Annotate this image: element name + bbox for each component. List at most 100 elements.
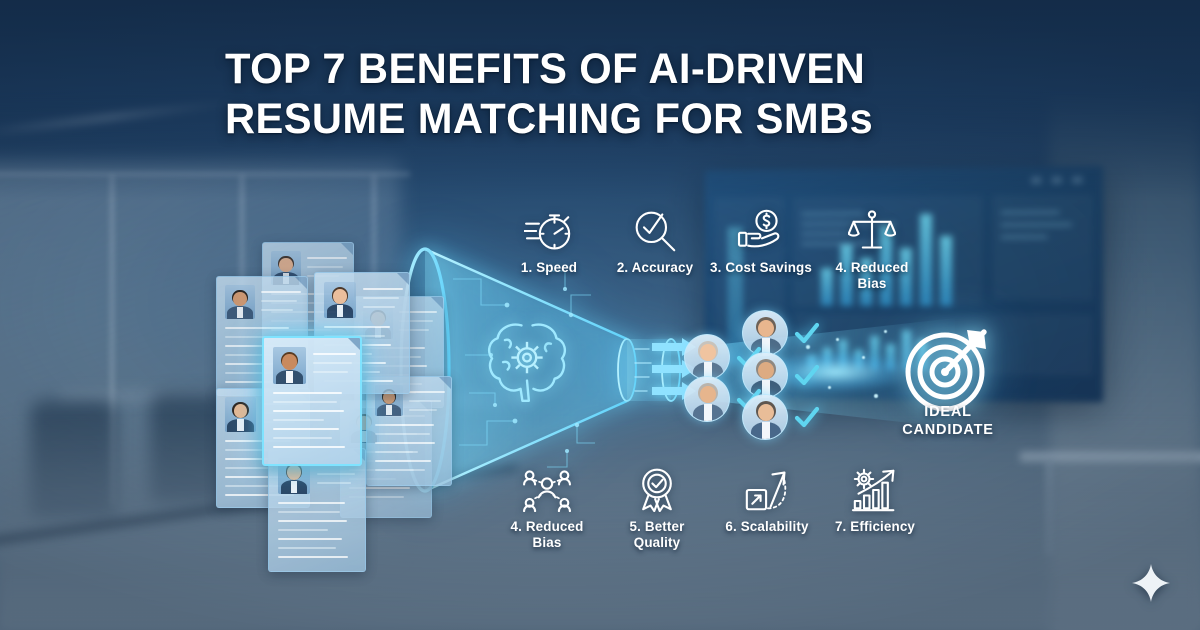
resume-photo-shirt — [336, 305, 344, 318]
benefit-top-label: 1. Speed — [520, 260, 578, 275]
resume-text-line — [409, 400, 441, 402]
resume-text-line — [399, 311, 437, 313]
resume-text-line — [375, 442, 435, 444]
benefit-top-item-1[interactable]: 1. Speed — [494, 205, 604, 276]
resume-text-line — [273, 401, 337, 403]
wall-mullion — [110, 175, 114, 505]
resume-photo-face — [286, 465, 302, 480]
resume-text-line — [225, 327, 289, 329]
benefit-top-item-2[interactable]: 2. Accuracy — [600, 205, 710, 276]
page-title: TOP 7 BENEFITS OF AI-DRIVEN RESUME MATCH… — [225, 44, 991, 145]
resume-text-line — [225, 345, 290, 347]
office-floor — [0, 420, 1200, 630]
magnifier-check-icon — [600, 205, 710, 253]
candidate-avatar-5[interactable] — [742, 394, 788, 440]
resume-text-line — [349, 487, 410, 489]
resume-text-line — [225, 467, 273, 469]
avatar-face — [700, 344, 716, 361]
benefit-top-label: 2. Accuracy — [616, 260, 694, 275]
resume-text-line — [375, 451, 418, 453]
resume-photo-face — [282, 354, 297, 370]
resume-text-line — [375, 460, 431, 462]
growth-arrow-box-icon — [712, 464, 822, 512]
resume-text-line — [409, 409, 437, 411]
resume-text-line — [261, 309, 293, 311]
resume-text-line — [409, 391, 445, 393]
resume-text-line — [278, 502, 345, 504]
candidate-avatar-3[interactable] — [742, 352, 788, 398]
resume-photo-shirt — [286, 370, 293, 384]
ideal-candidate-label: IDEAL CANDIDATE — [878, 404, 1018, 440]
resume-photo-face — [332, 289, 348, 304]
check-icon — [794, 406, 820, 428]
resume-text-line — [307, 266, 343, 268]
resume-text-line — [313, 362, 352, 364]
resume-text-line — [399, 320, 433, 322]
resume-text-line — [278, 511, 340, 513]
check-icon — [794, 322, 820, 344]
resume-text-line — [313, 371, 348, 373]
avatar-face — [758, 320, 774, 337]
benefit-bottom-item-4[interactable]: 7. Efficiency — [820, 464, 930, 535]
resume-text-line — [225, 476, 287, 478]
benefit-bottom-item-3[interactable]: 6. Scalability — [712, 464, 822, 535]
resume-text-line — [278, 529, 328, 531]
resume-text-line — [273, 437, 332, 439]
resume-text-line — [273, 410, 344, 412]
resume-photo-shirt — [237, 306, 243, 319]
resume-photo-shirt — [237, 419, 244, 432]
beam-spark — [806, 345, 810, 349]
candidate-avatar-4[interactable] — [684, 376, 730, 422]
resume-text-line — [375, 469, 425, 471]
resume-photo — [324, 282, 356, 318]
resume-text-line — [225, 485, 281, 487]
avatar — [742, 352, 788, 398]
resume-text-line — [313, 353, 356, 355]
avatar-face — [758, 404, 774, 421]
avatar-shirt — [704, 362, 712, 379]
ai-brain-gear-icon — [487, 323, 567, 402]
stopwatch-icon — [494, 205, 604, 253]
beam-spark — [874, 394, 878, 398]
resume-card[interactable] — [268, 448, 366, 572]
resume-text-line — [317, 482, 351, 484]
top-shade-band — [0, 0, 1200, 200]
resume-text-line — [225, 381, 292, 383]
resume-text-line — [225, 458, 292, 460]
resume-photo-face — [233, 291, 247, 306]
page-title-line-2: RESUME MATCHING FOR SMBs — [225, 95, 874, 144]
ideal-candidate-line-2: CANDIDATE — [902, 421, 994, 438]
resume-card-featured[interactable] — [262, 336, 362, 466]
benefit-top-item-3[interactable]: 3. Cost Savings — [706, 205, 816, 276]
sparkle-star-icon — [1132, 564, 1170, 602]
resume-text-line — [375, 424, 434, 426]
resume-text-line — [273, 446, 345, 448]
candidate-avatar-2[interactable] — [684, 334, 730, 380]
resume-text-line — [225, 494, 294, 496]
resume-text-line — [324, 326, 390, 328]
avatar-face — [758, 362, 774, 379]
resume-text-line — [363, 306, 395, 308]
avatar-face — [700, 386, 716, 403]
resume-photo — [225, 397, 256, 432]
resume-text-line — [225, 440, 291, 442]
resume-text-line — [278, 556, 348, 558]
resume-text-line — [399, 329, 429, 331]
resume-text-line — [273, 419, 324, 421]
target-arrow-icon — [905, 329, 987, 412]
benefit-bottom-label: 7. Efficiency — [834, 519, 916, 534]
check-icon — [794, 364, 820, 386]
resume-photo-face — [382, 391, 396, 405]
resume-photo — [273, 347, 306, 384]
gear-bar-chart-icon — [820, 464, 930, 512]
resume-text-line — [225, 363, 286, 365]
benefit-bottom-label: 6. Scalability — [725, 519, 809, 534]
beam-spark — [884, 330, 887, 333]
people-network-icon — [492, 464, 602, 512]
resume-photo-shirt — [290, 481, 298, 494]
